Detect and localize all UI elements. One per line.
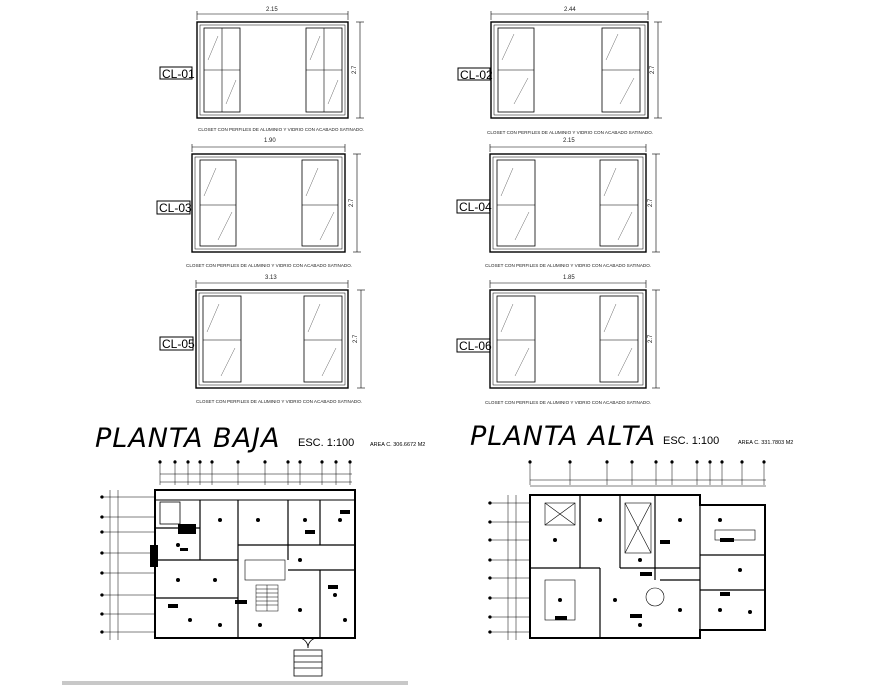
closet-width-label: 2.15	[266, 7, 278, 13]
floor-plan-alta	[488, 460, 766, 640]
plan-area: AREA C. 306.6672 M2	[370, 442, 425, 448]
closet-caption: CLOSET CON PERFILES DE ALUMINIO Y VIDRIO…	[485, 400, 651, 405]
closet-height-label: 2.7	[650, 65, 656, 74]
closet-elevation-cl-03: 1.90 2.7 CL-03 CLOSET CON PERFILES DE AL…	[156, 138, 361, 268]
closet-width-label: 3.13	[265, 275, 277, 281]
closet-height-label: 2.7	[648, 198, 654, 207]
plan-title: PLANTA ALTA	[470, 421, 656, 452]
plan-area: AREA C. 331.7803 M2	[738, 440, 793, 446]
closet-width-label: 1.85	[563, 275, 575, 281]
closet-elevation-cl-05: 3.13 2.7 CL-05 CLOSET CON PERFILES DE AL…	[159, 275, 365, 404]
closet-caption: CLOSET CON PERFILES DE ALUMINIO Y VIDRIO…	[196, 399, 362, 404]
closet-width-label: 1.90	[264, 138, 276, 144]
closet-height-label: 2.7	[352, 65, 358, 74]
closet-tag: CL-01	[162, 67, 195, 81]
plan-scale: ESC. 1:100	[298, 437, 354, 449]
closet-height-label: 2.7	[648, 334, 654, 343]
closet-tag: CL-05	[162, 337, 195, 351]
closet-height-label: 2.7	[349, 198, 355, 207]
bottom-border-bar	[62, 681, 408, 685]
plan-title: PLANTA BAJA	[95, 423, 281, 454]
closet-tag: CL-02	[460, 68, 493, 82]
plan-title-baja: PLANTA BAJA ESC. 1:100 AREA C. 306.6672 …	[95, 423, 425, 454]
closet-tag: CL-04	[459, 200, 492, 214]
closet-elevation-cl-06: 1.85 2.7 CL-06 CLOSET CON PERFILES DE AL…	[456, 275, 660, 405]
closet-caption: CLOSET CON PERFILES DE ALUMINIO Y VIDRIO…	[186, 263, 352, 268]
closet-elevation-cl-01: 2.15 2.7 CL-01 CLOSET CON PERFILES DE AL…	[159, 7, 364, 132]
closet-caption: CLOSET CON PERFILES DE ALUMINIO Y VIDRIO…	[198, 127, 364, 132]
closet-tag: CL-03	[159, 201, 192, 215]
floor-plan-baja	[100, 460, 356, 677]
plan-title-alta: PLANTA ALTA ESC. 1:100 AREA C. 331.7803 …	[470, 421, 793, 452]
closet-elevation-cl-04: 2.15 2.7 CL-04 CLOSET CON PERFILES DE AL…	[456, 138, 660, 268]
closet-caption: CLOSET CON PERFILES DE ALUMINIO Y VIDRIO…	[485, 263, 651, 268]
closet-tag: CL-06	[459, 339, 492, 353]
closet-caption: CLOSET CON PERFILES DE ALUMINIO Y VIDRIO…	[487, 130, 653, 135]
plan-scale: ESC. 1:100	[663, 435, 719, 447]
closet-width-label: 2.15	[563, 138, 575, 144]
closet-width-label: 2.44	[564, 7, 576, 13]
closet-height-label: 2.7	[353, 334, 359, 343]
closet-elevation-cl-02: 2.44 2.7 CL-02 CLOSET CON PERFILES DE AL…	[457, 7, 662, 135]
